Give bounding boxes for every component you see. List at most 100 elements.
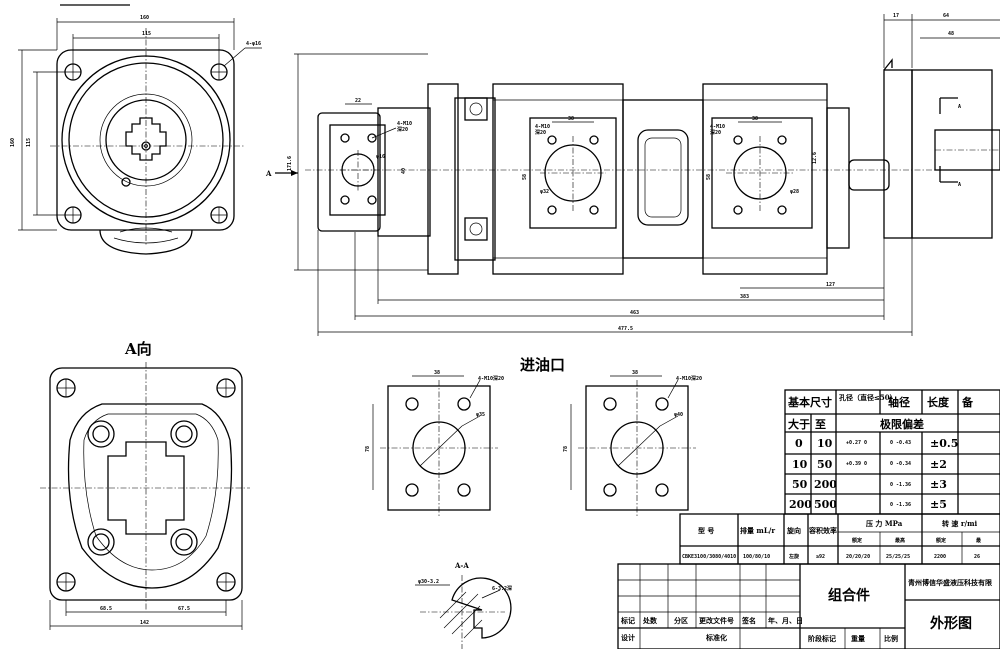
tol-r3-to: 500 <box>814 498 837 511</box>
dim-section-key: 6-3.2深 <box>492 585 512 592</box>
dim-side-port2-depth: 深20 <box>535 129 546 136</box>
tb-standard: 标准化 <box>705 633 727 642</box>
spec-rated-pressure: 20/20/20 <box>846 554 870 560</box>
tol-r0-length: ±0.5 <box>930 437 958 450</box>
dim-side-127: 127 <box>826 282 835 288</box>
dim-side-side: 12.6 <box>812 152 818 164</box>
dim-front-holes: 4-φ16 <box>246 41 261 47</box>
tb-weight: 重量 <box>851 634 865 643</box>
tol-r0-hole: +0.27 0 <box>846 440 867 446</box>
dim-side-port3-thread: 4-M10 <box>710 124 725 130</box>
tol-r2-from: 50 <box>792 478 808 491</box>
dim-side-port2-h: 58 <box>522 174 528 180</box>
tb-assembly: 组合件 <box>828 587 870 604</box>
tol-header-hole: 孔径（直径≤50） <box>839 393 897 402</box>
side-view: A <box>265 13 1000 336</box>
tol-r1-shaft: 0 -0.34 <box>890 461 911 467</box>
dim-side-port3-dia: φ28 <box>790 189 799 195</box>
spec-table: 型 号 排量 mL/r 旋向 容积效率 压 力 MPa 转 速 r/mi 额定 … <box>679 513 1000 565</box>
dim-inlet1-dia: φ35 <box>476 412 485 418</box>
dim-side-port1-h: 40 <box>401 168 407 174</box>
spec-displacement: 100/80/10 <box>743 554 770 560</box>
tb-mark: 标记 <box>620 616 635 625</box>
spec-header-speed: 转 速 r/mi <box>942 519 978 528</box>
dim-side-383: 383 <box>740 294 749 300</box>
dim-side-port3-depth: 深20 <box>710 129 721 136</box>
svg-text:A: A <box>958 182 961 188</box>
tol-r2-shaft: 0 -1.36 <box>890 482 911 488</box>
tb-qty: 处数 <box>642 616 658 625</box>
section-aa: A-A φ30-3.2 6-3.2深 <box>415 561 512 649</box>
dim-front-side-inner: 115 <box>26 138 32 147</box>
dim-inlet2-h: 78 <box>563 446 569 452</box>
dim-side-port2-dia: φ32 <box>540 189 549 195</box>
dim-side-port3-h: 58 <box>706 174 712 180</box>
tb-company: 青州博信华盛液压科技有限 <box>908 578 993 587</box>
dim-inlet1-h: 78 <box>365 446 371 452</box>
tb-zone: 分区 <box>674 616 688 625</box>
spec-rotation: 左旋 <box>788 553 800 560</box>
spec-header-pressure: 压 力 MPa <box>866 519 903 528</box>
spec-max-speed: 26 <box>974 554 980 560</box>
dim-front-side-outer: 160 <box>10 138 16 147</box>
tol-header-note: 备 <box>961 395 974 409</box>
spec-efficiency: ≥92 <box>816 554 825 560</box>
dim-inlet2-dia: φ40 <box>674 412 683 418</box>
tol-header-shaft: 轴径 <box>888 395 910 409</box>
dim-bottom-right: 67.5 <box>178 606 190 612</box>
tb-stage: 阶段标记 <box>808 634 836 643</box>
title-block: 标记 处数 分区 更改文件号 签名 年、月、日 设计 标准化 组合件 阶段标记 … <box>617 563 1000 649</box>
tol-r2-to: 200 <box>814 478 837 491</box>
label-inlet: 进油口 <box>520 356 565 374</box>
tol-r0-to: 10 <box>817 437 833 450</box>
spec-header-efficiency: 容积效率 <box>808 526 837 535</box>
dim-inlet1-w: 38 <box>434 370 440 376</box>
spec-rated-a: 额定 <box>852 537 862 544</box>
tb-design: 设计 <box>621 633 635 642</box>
tol-r1-hole: +0.39 0 <box>846 461 867 467</box>
tol-r1-to: 50 <box>817 458 833 471</box>
tb-sign: 签名 <box>741 616 756 625</box>
tol-r2-length: ±3 <box>930 478 947 491</box>
label-arrow-a: A <box>265 169 272 178</box>
dim-side-top-64: 64 <box>943 13 949 19</box>
tol-sub-deviation: 极限偏差 <box>880 417 924 431</box>
spec-header-displacement: 排量 mL/r <box>740 526 775 535</box>
tol-sub-from: 大于 <box>788 417 810 431</box>
spec-model: CBKE3100/3080/4010 <box>682 554 736 560</box>
tol-r0-from: 0 <box>795 437 803 450</box>
dim-side-477: 477.5 <box>618 326 633 332</box>
dim-side-22: 22 <box>355 98 361 104</box>
dim-bottom-total: 142 <box>140 620 149 626</box>
tb-doc-no: 更改文件号 <box>699 616 734 625</box>
dim-bottom-left: 68.5 <box>100 606 112 612</box>
tol-header-basic: 基本尺寸 <box>787 395 832 409</box>
dim-side-port2-thread: 4-M10 <box>535 124 550 130</box>
dim-side-463: 463 <box>630 310 639 316</box>
tol-r0-shaft: 0 -0.43 <box>890 440 911 446</box>
label-section-aa: A-A <box>454 561 469 570</box>
spec-max-a: 最高 <box>895 537 905 544</box>
tol-r3-length: ±5 <box>930 498 947 511</box>
tol-header-length: 长度 <box>927 395 950 409</box>
tol-r1-from: 10 <box>792 458 808 471</box>
dim-side-top-48: 48 <box>948 31 954 37</box>
front-view: 160 115 4-φ16 160 115 <box>10 15 262 255</box>
dim-section-dia: φ30-3.2 <box>418 579 439 585</box>
spec-header-rotation: 旋向 <box>786 526 801 535</box>
dim-inlet2-thread: 4-M10深20 <box>676 375 702 382</box>
spec-rated-b: 额定 <box>936 537 946 544</box>
dim-side-port1-thread: 4-M10 <box>397 121 412 127</box>
tolerance-table: 基本尺寸 孔径（直径≤50） 轴径 长度 备 大于 至 极限偏差 0 10 +0… <box>784 389 1000 515</box>
tol-r1-length: ±2 <box>930 458 947 471</box>
tol-r3-shaft: 0 -1.36 <box>890 502 911 508</box>
tb-drawing-name: 外形图 <box>930 615 972 632</box>
spec-max-b: 最 <box>976 537 982 544</box>
tb-date: 年、月、日 <box>768 616 803 625</box>
dim-inlet2-w: 38 <box>632 370 638 376</box>
tb-scale: 比例 <box>884 634 898 643</box>
dim-side-port2-w: 38 <box>568 116 574 122</box>
dim-side-port1-depth: 深20 <box>397 126 408 133</box>
dim-side-port1-dia: φ16 <box>376 154 385 160</box>
